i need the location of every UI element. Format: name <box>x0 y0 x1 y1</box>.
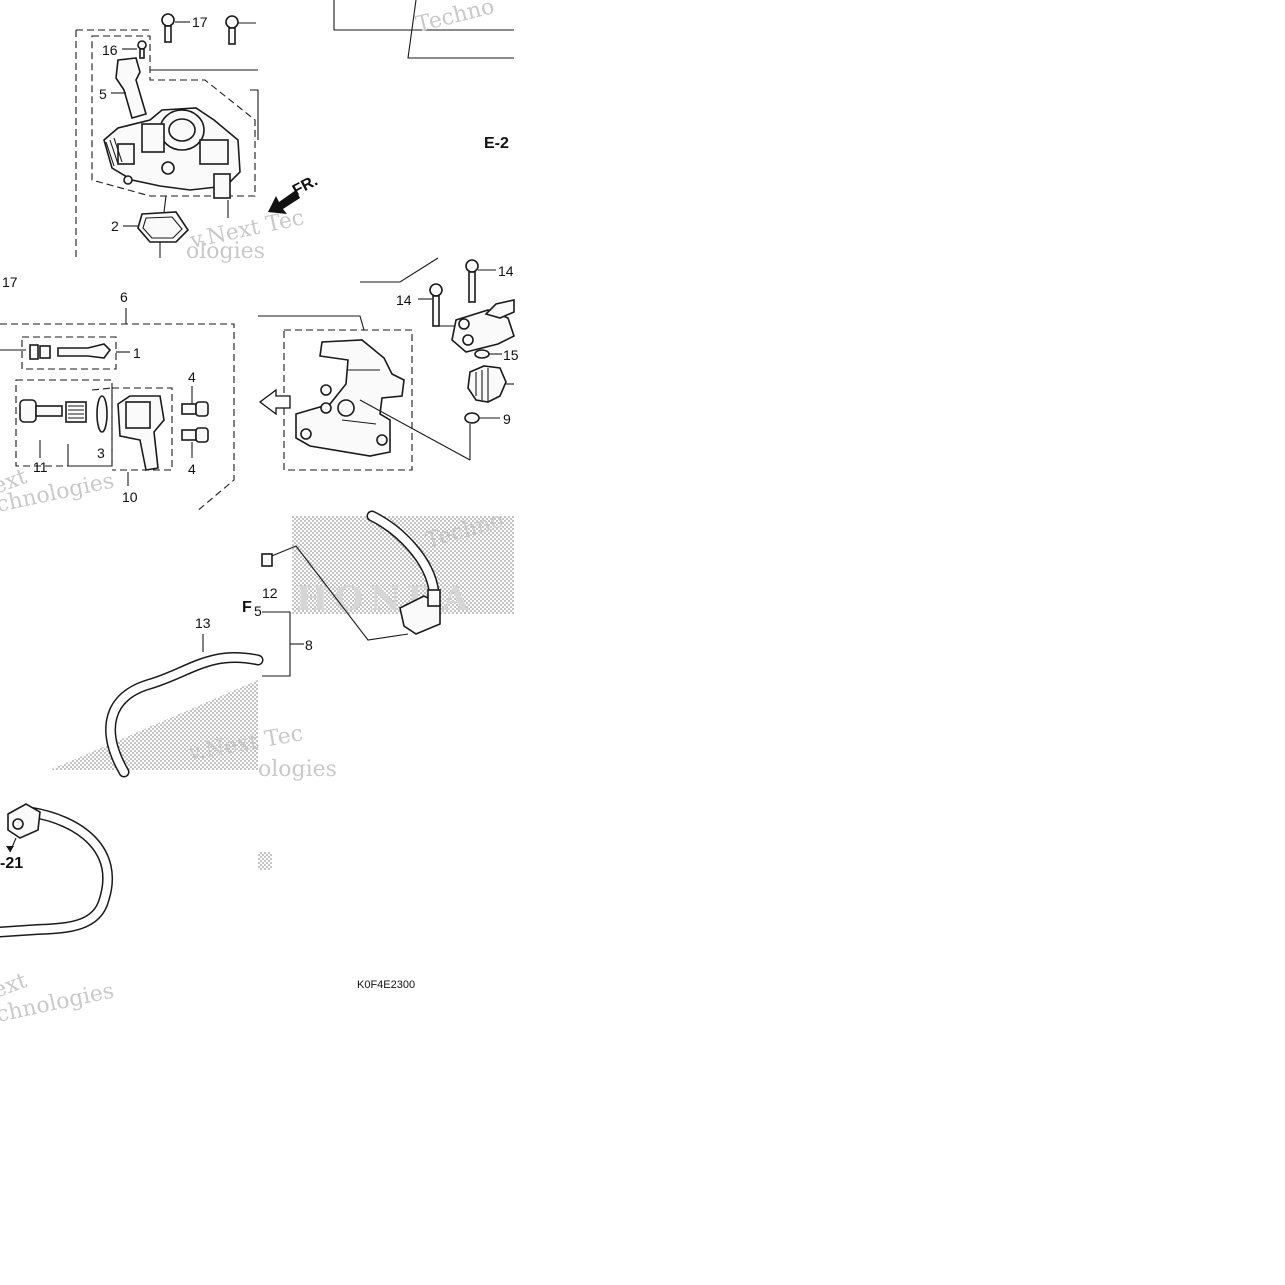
callout-8: 8 <box>305 637 313 653</box>
spring-icon <box>65 401 87 423</box>
watermark: Techno <box>413 0 497 38</box>
callout-16: 16 <box>102 42 118 58</box>
plunger-1-icon <box>29 343 112 360</box>
callout-11: 11 <box>33 459 48 475</box>
bracket-5-icon <box>115 57 147 119</box>
callout-4: 4 <box>188 461 196 477</box>
o-ring-3-icon <box>96 395 108 433</box>
callout-2: 2 <box>111 218 119 234</box>
hose-connector-icon <box>7 803 41 839</box>
tile-throttle-body: 17 16 5 2 <box>75 13 321 258</box>
callout-10: 10 <box>122 489 138 505</box>
callout-14: 14 <box>498 263 514 279</box>
callout-5: 5 <box>99 86 107 102</box>
callout-13: 13 <box>195 615 211 631</box>
manifold-group-boundary <box>283 329 413 471</box>
throttle-group-boundary <box>91 35 256 197</box>
ref-f: F <box>242 599 252 616</box>
ref-e2: E-2 <box>484 135 509 152</box>
callout-3: 3 <box>97 445 105 461</box>
screw-4-icon <box>181 401 209 417</box>
front-direction-arrow-icon <box>268 190 300 214</box>
screw-16-icon <box>137 40 147 59</box>
bolt-17-icon <box>161 13 175 43</box>
tile-top-right: Techno E-2 <box>333 0 514 152</box>
iac-valve-10-icon <box>117 395 165 471</box>
arrow-left-icon <box>258 388 291 416</box>
brand-mark: HONDA <box>296 579 475 619</box>
callout-4: 4 <box>188 369 196 385</box>
callout-12: 12 <box>262 585 278 601</box>
seal-9-icon <box>464 412 480 424</box>
bolt-14-icon <box>465 259 479 303</box>
callout-17: 17 <box>2 274 18 290</box>
callout-5: 5 <box>254 603 262 619</box>
tile-hose-e21: -21 ext chnologies <box>0 803 272 1028</box>
callout-1: 1 <box>133 345 141 361</box>
bolt-icon <box>225 15 256 45</box>
iac-group-boundary <box>0 323 235 513</box>
tile-hose-13: 13 v.Next Tec ologies <box>50 615 337 782</box>
bolt-14-icon <box>429 283 443 327</box>
tile-fuel-hose: HONDA Techno 12 F 5 8 <box>242 508 514 677</box>
watermark: ologies <box>186 239 265 264</box>
tile-intake-manifold: 14 14 15 9 ologies <box>186 239 519 471</box>
fuel-joint-icon <box>451 299 515 353</box>
callout-15: 15 <box>503 347 519 363</box>
tile-iac-valve: 17 6 1 11 3 <box>0 274 235 518</box>
callout-9: 9 <box>503 411 511 427</box>
callout-17: 17 <box>192 14 208 30</box>
seal-15-icon <box>474 349 490 359</box>
callout-14: 14 <box>396 292 412 308</box>
throttle-body-icon <box>103 107 241 199</box>
drawing-code: K0F4E2300 <box>357 979 415 991</box>
screw-11-icon <box>19 399 63 423</box>
hose-connector-icon <box>399 589 441 635</box>
intake-manifold-icon <box>295 339 405 457</box>
gasket-2-icon <box>137 211 190 243</box>
ref-e21: -21 <box>0 855 23 872</box>
callout-6: 6 <box>120 289 128 305</box>
injector-icon <box>467 365 514 403</box>
screw-4-icon <box>181 427 209 443</box>
clip-icon <box>261 553 273 567</box>
watermark: ologies <box>258 757 337 782</box>
